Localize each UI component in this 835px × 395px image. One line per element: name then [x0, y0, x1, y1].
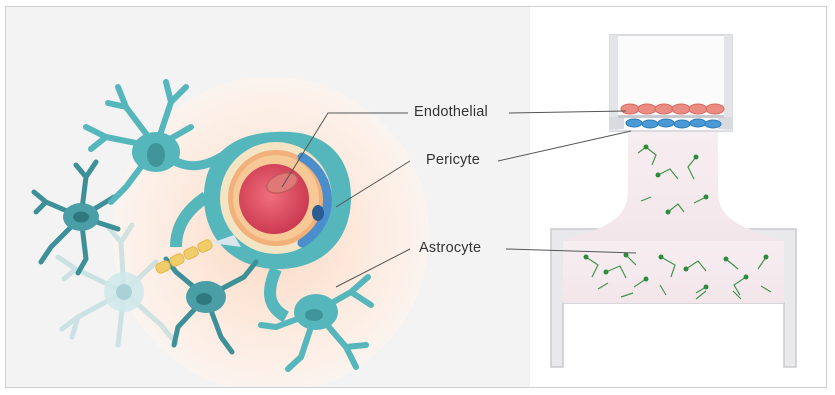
astrocyte-top-nucleus [147, 143, 165, 167]
endothelial-leader-right [509, 111, 626, 113]
insert-lip-left [610, 117, 624, 129]
astrocyte-label: Astrocyte [419, 240, 481, 256]
astrocyte-faded-nucleus [116, 284, 132, 300]
astrocyte-left-nucleus [73, 212, 89, 223]
pericyte-nucleus [312, 205, 324, 221]
neurovascular-unit-illustration [34, 77, 429, 388]
pericyte-label: Pericyte [426, 152, 480, 168]
insert-cup-rim-left [610, 35, 618, 131]
vessel-lumen [239, 164, 309, 234]
transwell-illustration [551, 35, 796, 367]
membrane [618, 115, 724, 118]
astrocyte-center-nucleus [196, 293, 212, 305]
pericyte-leader-right [498, 131, 631, 161]
insert-cup-rim-right [724, 35, 732, 131]
lower-compartment-medium [563, 241, 784, 303]
insert-body [563, 132, 784, 241]
figure-frame: Endothelial Pericyte Astrocyte [5, 6, 827, 388]
diagram-canvas [6, 7, 827, 388]
astrocyte-bottom-nucleus [305, 309, 323, 321]
endothelial-label: Endothelial [414, 104, 488, 120]
